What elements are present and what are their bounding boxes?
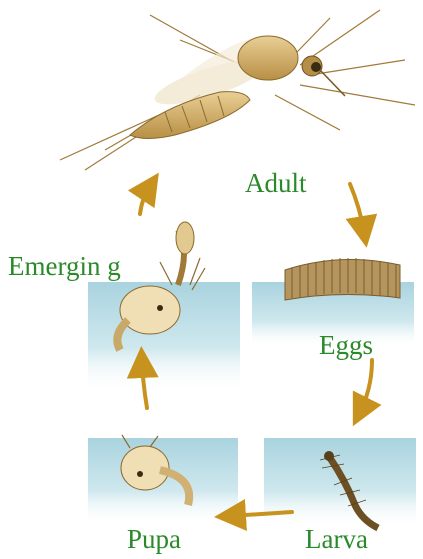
- label-eggs: Eggs: [319, 330, 373, 360]
- label-emerging: Emergin g: [8, 248, 128, 284]
- arrow-adult-to-eggs: [350, 184, 364, 232]
- label-larva: Larva: [305, 524, 368, 554]
- arrow-eggs-to-larva: [360, 360, 372, 412]
- egg-raft-illustration: [285, 258, 400, 300]
- label-adult: Adult: [245, 168, 307, 198]
- arrow-emerging-to-adult: [140, 186, 150, 214]
- label-pupa: Pupa: [127, 524, 181, 554]
- adult-mosquito-illustration: [60, 10, 415, 170]
